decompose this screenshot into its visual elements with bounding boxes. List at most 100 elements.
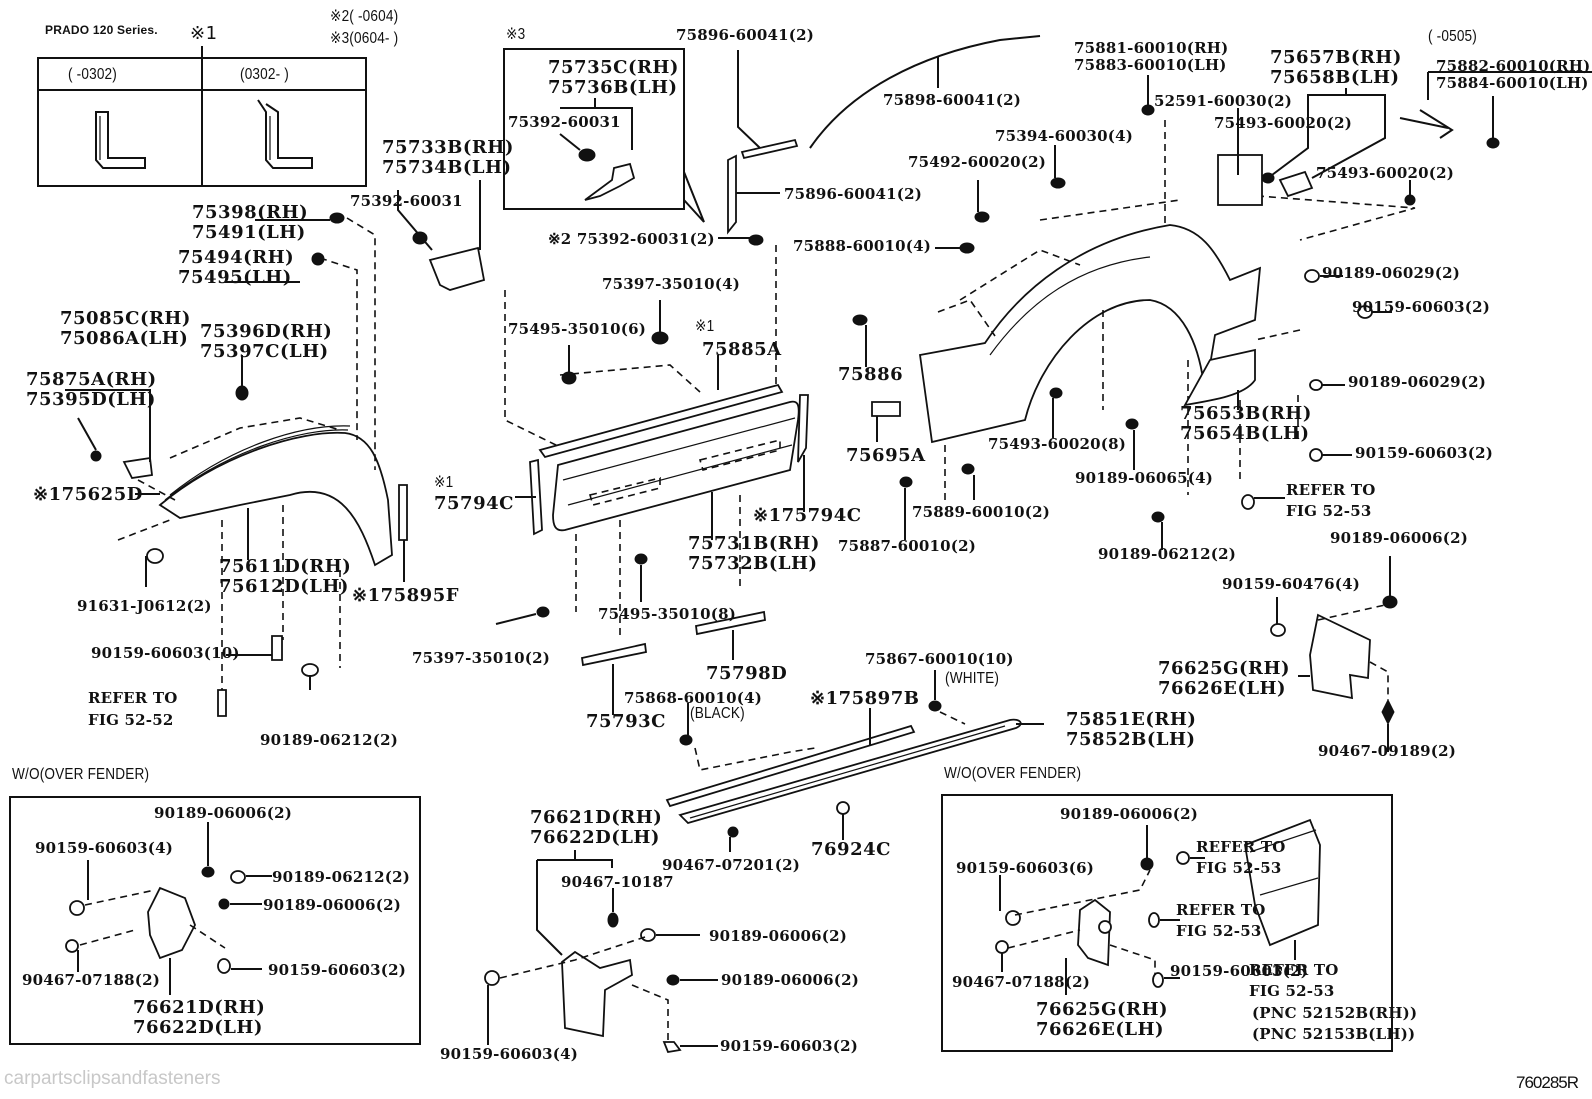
wo-right-part-rh: 76625G(RH) [1036,999,1168,1020]
wo-overfender-right-box [941,794,1393,1052]
label-75653b: 75653B(RH) [1180,403,1312,424]
wo-right-90189-06006: 90189-06006(2) [1060,805,1199,823]
wo-right-refer3-line1: REFER TO [1249,961,1339,979]
label-90189-06006-right: 90189-06006(2) [1330,529,1469,547]
rocker-molding [665,670,1044,852]
label-76621d-center: 76621D(RH) [530,807,663,828]
refer-52-52-line1: REFER TO [88,689,178,707]
black-note: (BLACK) [690,705,745,722]
wo-right-title: W/O(OVER FENDER) [944,765,1082,782]
label-90189-06029-b: 90189-06029(2) [1348,373,1487,391]
label-75392-60031: 75392-60031 [350,192,463,210]
label-90467-07201: 90467-07201(2) [662,856,801,874]
wo-right-refer3-line2: FIG 52-53 [1249,982,1335,1000]
label-75884-60010: 75884-60010(LH) [1436,74,1589,92]
label-75868-60010: 75868-60010(4) [624,689,763,707]
box3-part-rh: 75735C(RH) [548,57,679,78]
label-75867-60010: 75867-60010(10) [865,650,1014,668]
refer-52-52-line2: FIG 52-52 [88,711,174,729]
label-75896-60041-top: 75896-60041(2) [676,26,815,44]
label-75492-60020: 75492-60020(2) [908,153,1047,171]
x1-mark-75794c: ※1 [434,474,454,491]
label-90189-06006-center-2: 90189-06006(2) [721,971,860,989]
wo-left-90189-06006-mid: 90189-06006(2) [263,896,402,914]
label-75883-60010: 75883-60010(LH) [1074,56,1227,74]
note-1-mark: ※1 [190,23,218,44]
date-range-0505: ( -0505) [1428,28,1477,45]
wo-right-pnc-rh: (PNC 52152B(RH)) [1252,1004,1418,1022]
label-75398: 75398(RH) [192,202,309,223]
label-75625d: ※175625D [33,484,143,505]
rear-fender [852,71,1592,550]
label-75885a: 75885A [702,339,782,360]
label-75889-60010: 75889-60010(2) [912,503,1051,521]
x1-mark-75885a: ※1 [695,318,715,335]
label-75658b: 75658B(LH) [1270,67,1400,88]
wo-right-refer2-line1: REFER TO [1176,901,1266,919]
label-75494: 75494(RH) [178,247,295,268]
wo-right-part-lh: 76626E(LH) [1036,1019,1165,1040]
label-75695a: 75695A [846,445,926,466]
label-75397-35010-4: 75397-35010(4) [602,275,741,293]
wo-right-refer2-line2: FIG 52-53 [1176,922,1262,940]
label-75733b: 75733B(RH) [382,137,514,158]
label-75732b: 75732B(LH) [688,553,818,574]
front-mudflap [484,850,718,1054]
label-76626e: 76626E(LH) [1158,678,1287,699]
wo-overfender-left-box [9,796,421,1045]
note-2: ※2( -0604) [330,8,399,25]
label-90159-60603-r1: 90159-60603(2) [1352,298,1491,316]
label-75396d: 75396D(RH) [200,321,333,342]
wo-left-part-lh: 76622D(LH) [133,1017,263,1038]
label-90159-60603-center-4: 90159-60603(4) [440,1045,579,1063]
label-75897b: ※175897B [810,688,920,709]
wo-right-refer1-line2: FIG 52-53 [1196,859,1282,877]
label-76622d-center: 76622D(LH) [530,827,660,848]
label-75491: 75491(LH) [192,222,306,243]
label-75898-60041: 75898-60041(2) [883,91,1022,109]
label-90189-06065: 90189-06065(4) [1075,469,1214,487]
label-75397c: 75397C(LH) [200,341,329,362]
refer-52-53-line1: REFER TO [1286,481,1376,499]
label-52591-60030: 52591-60030(2) [1154,92,1293,110]
figure-code: 760285R [1516,1073,1579,1092]
label-75852b: 75852B(LH) [1066,729,1196,750]
label-75397-35010-2: 75397-35010(2) [412,649,551,667]
label-90159-60603-10: 90159-60603(10) [91,644,240,662]
refer-52-53-line2: FIG 52-53 [1286,502,1372,520]
label-75794c-left: 75794C [434,493,514,514]
label-76625g: 76625G(RH) [1158,658,1290,679]
label-75495: 75495(LH) [178,267,292,288]
box3-part-lh: 75736B(LH) [548,77,678,98]
label-90467-09189: 90467-09189(2) [1318,742,1457,760]
wo-right-90159-60603-2: 90159-60603(2) [1170,962,1309,980]
label-75896-60041-mid: 75896-60041(2) [784,185,923,203]
front-fender [65,212,408,717]
label-75395d: 75395D(LH) [26,389,156,410]
series-title: PRADO 120 Series. [45,23,158,37]
label-75495-35010-6: 75495-35010(6) [508,320,647,338]
label-75086a: 75086A(LH) [60,328,189,349]
label-90467-10187: 90467-10187 [561,873,674,891]
label-75392-60031-x2: ※2 75392-60031(2) [548,230,715,248]
label-75654b: 75654B(LH) [1180,423,1310,444]
label-90159-60603-r2: 90159-60603(2) [1355,444,1494,462]
table-col-after-0302: (0302- ) [240,66,289,83]
label-75495-35010-8: 75495-35010(8) [598,605,737,623]
label-76924c: 76924C [811,839,891,860]
wo-left-part-rh: 76621D(RH) [133,997,266,1018]
label-75882-60010: 75882-60010(RH) [1436,57,1591,75]
door-molding-panel [397,180,809,715]
wo-left-90159-60603-2: 90159-60603(2) [268,961,407,979]
label-75798d: 75798D [706,663,788,684]
watermark: carpartsclipsandfasteners [4,1068,221,1089]
wo-right-pnc-lh: (PNC 52153B(LH)) [1252,1025,1416,1043]
wo-left-90189-06006-top: 90189-06006(2) [154,804,293,822]
box3-mark: ※3 [506,26,526,43]
label-75888-60010: 75888-60010(4) [793,237,932,255]
rear-mudflap [1270,556,1398,752]
note-3: ※3(0604- ) [330,30,399,47]
label-75085c: 75085C(RH) [60,308,191,329]
label-75881-60010: 75881-60010(RH) [1074,39,1229,57]
